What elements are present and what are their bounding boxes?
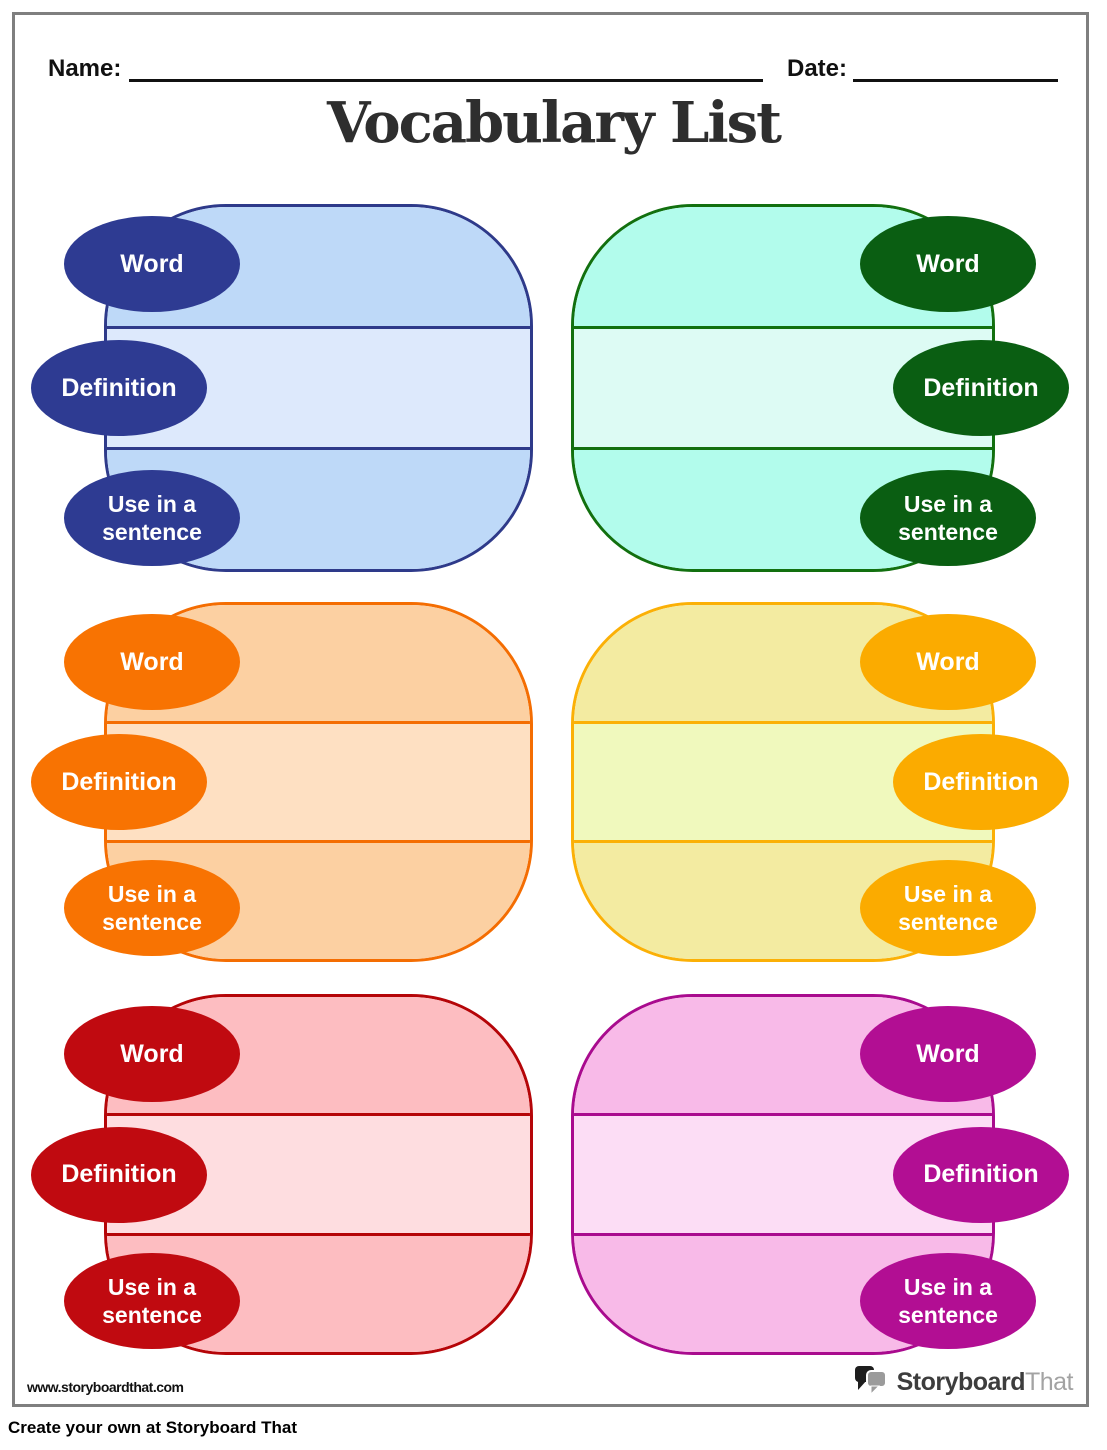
word-oval: Word xyxy=(860,1006,1036,1102)
sentence-oval: Use in a sentence xyxy=(64,470,240,566)
definition-oval: Definition xyxy=(31,340,207,436)
definition-oval: Definition xyxy=(893,734,1069,830)
name-blank-line xyxy=(129,56,763,82)
sentence-oval-label: Use in a sentence xyxy=(898,490,998,545)
definition-oval-label: Definition xyxy=(61,1160,177,1189)
definition-section xyxy=(574,721,992,843)
definition-oval: Definition xyxy=(893,340,1069,436)
definition-oval: Definition xyxy=(31,734,207,830)
sentence-oval-label: Use in a sentence xyxy=(102,490,202,545)
sentence-oval: Use in a sentence xyxy=(860,470,1036,566)
definition-oval: Definition xyxy=(893,1126,1069,1223)
storyboardthat-logo: StoryboardThat xyxy=(854,1362,1074,1402)
logo-storyboard-text: Storyboard xyxy=(896,1367,1026,1396)
sentence-oval: Use in a sentence xyxy=(64,1253,240,1349)
header-row: Name: Date: xyxy=(48,52,1058,82)
sentence-oval-label: Use in a sentence xyxy=(898,880,998,935)
website-url: www.storyboardthat.com xyxy=(27,1379,184,1395)
credit-line: Create your own at Storyboard That xyxy=(8,1418,298,1437)
word-oval-label: Word xyxy=(916,647,980,676)
sentence-oval-label: Use in a sentence xyxy=(102,1273,202,1328)
sentence-oval-label: Use in a sentence xyxy=(102,880,202,935)
word-oval: Word xyxy=(860,216,1036,312)
definition-oval-label: Definition xyxy=(923,373,1039,402)
vocab-card-yellow: Word Definition Use in a sentence xyxy=(571,602,1069,962)
logo-wordmark: StoryboardThat xyxy=(896,1367,1074,1397)
definition-oval-label: Definition xyxy=(61,373,177,402)
definition-section xyxy=(574,325,992,451)
word-oval: Word xyxy=(64,614,240,710)
definition-oval-label: Definition xyxy=(923,767,1039,796)
definition-oval: Definition xyxy=(31,1126,207,1223)
vocab-card-magenta: Word Definition Use in a sentence xyxy=(571,994,1069,1355)
word-oval: Word xyxy=(860,614,1036,710)
logo-that-text: That xyxy=(1024,1367,1074,1396)
date-label: Date: xyxy=(786,55,847,82)
vocab-card-orange: Word Definition Use in a sentence xyxy=(31,602,533,962)
word-oval-label: Word xyxy=(120,249,184,278)
name-label: Name: xyxy=(48,55,122,82)
vocab-card-blue: Word Definition Use in a sentence xyxy=(31,204,533,572)
sentence-oval: Use in a sentence xyxy=(860,1253,1036,1349)
definition-oval-label: Definition xyxy=(61,767,177,796)
word-oval-label: Word xyxy=(916,1039,980,1068)
word-oval-label: Word xyxy=(120,647,184,676)
vocab-card-green: Word Definition Use in a sentence xyxy=(571,204,1069,572)
sentence-oval: Use in a sentence xyxy=(64,860,240,956)
word-oval-label: Word xyxy=(120,1039,184,1068)
word-oval: Word xyxy=(64,1006,240,1102)
word-oval: Word xyxy=(64,216,240,312)
definition-oval-label: Definition xyxy=(923,1160,1039,1189)
date-blank-line xyxy=(853,56,1058,82)
sentence-oval: Use in a sentence xyxy=(860,860,1036,956)
speech-bubbles-icon xyxy=(854,1364,890,1401)
sentence-oval-label: Use in a sentence xyxy=(898,1273,998,1328)
word-oval-label: Word xyxy=(916,249,980,278)
page-title: Vocabulary List xyxy=(326,90,782,156)
vocab-card-red: Word Definition Use in a sentence xyxy=(31,994,533,1355)
